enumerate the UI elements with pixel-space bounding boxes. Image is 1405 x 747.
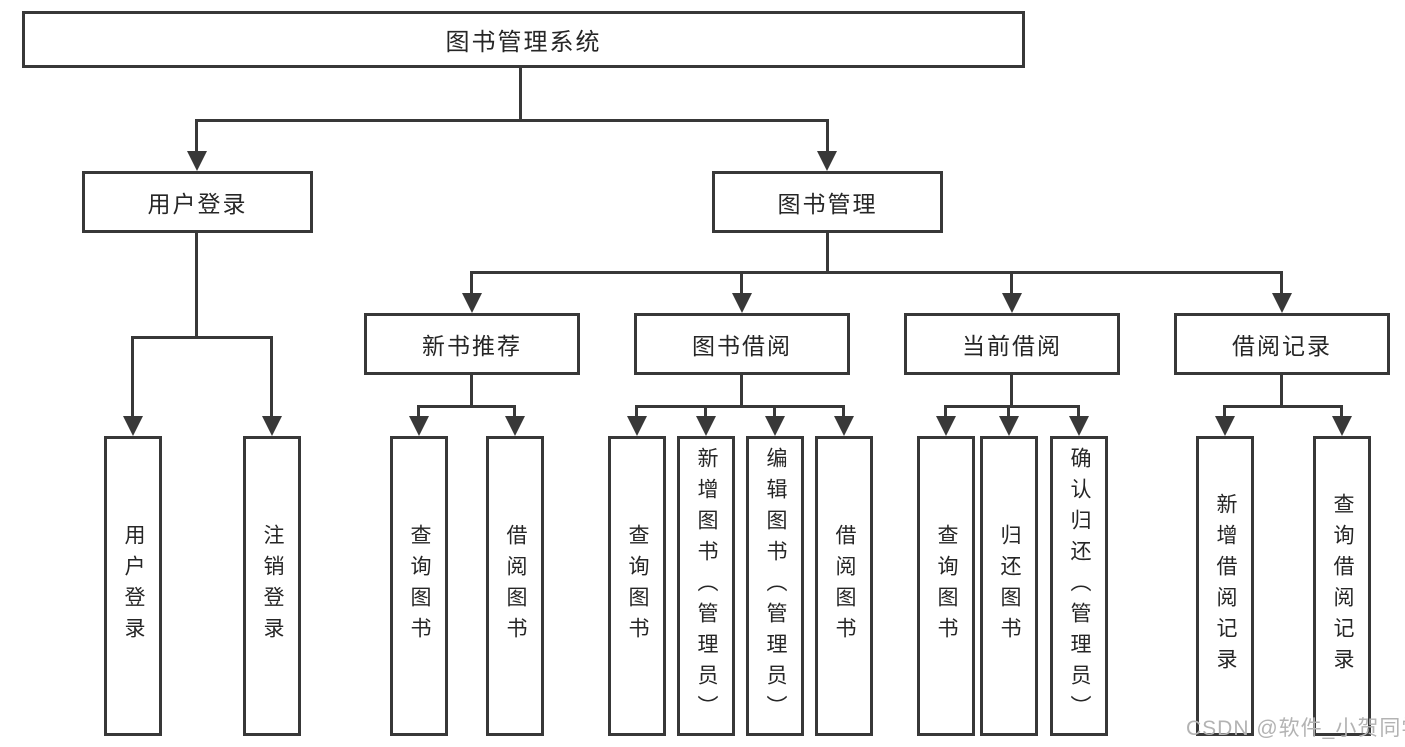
connector-line (417, 405, 516, 408)
leaf-borrow-books: 借阅图书 (815, 436, 873, 736)
connector-line (740, 271, 743, 297)
connector-line (1340, 405, 1343, 418)
leaf-query-borrow-record: 查询借阅记录 (1313, 436, 1371, 736)
arrow-head-icon (834, 416, 854, 436)
leaf-user-login: 用户登录 (104, 436, 162, 736)
connector-line (826, 233, 829, 274)
node-new-book-recommend: 新书推荐 (364, 313, 580, 375)
arrow-head-icon (462, 293, 482, 313)
root-node-library-system: 图书管理系统 (22, 11, 1025, 68)
connector-line (740, 375, 743, 408)
connector-line (1010, 271, 1013, 297)
arrow-head-icon (505, 416, 525, 436)
arrow-head-icon (1272, 293, 1292, 313)
leaf-add-book-admin: 新增图书（管理员） (677, 436, 735, 736)
arrow-head-icon (936, 416, 956, 436)
connector-line (131, 336, 273, 339)
arrow-head-icon (732, 293, 752, 313)
connector-line (195, 119, 198, 155)
node-book-borrow: 图书借阅 (634, 313, 850, 375)
leaf-logout: 注销登录 (243, 436, 301, 736)
leaf-confirm-return-admin: 确认归还（管理员） (1050, 436, 1108, 736)
leaf-query-books-borrow: 查询图书 (608, 436, 666, 736)
connector-line (773, 405, 776, 418)
connector-line (1280, 271, 1283, 297)
arrow-head-icon (765, 416, 785, 436)
arrow-head-icon (409, 416, 429, 436)
arrow-head-icon (817, 151, 837, 171)
arrow-head-icon (1069, 416, 1089, 436)
connector-line (1077, 405, 1080, 418)
connector-line (470, 375, 473, 408)
connector-line (1223, 405, 1226, 418)
arrow-head-icon (262, 416, 282, 436)
connector-line (944, 405, 1080, 408)
leaf-add-borrow-record: 新增借阅记录 (1196, 436, 1254, 736)
connector-line (1007, 405, 1010, 418)
node-book-management: 图书管理 (712, 171, 943, 233)
arrow-head-icon (1215, 416, 1235, 436)
node-borrow-records: 借阅记录 (1174, 313, 1390, 375)
arrow-head-icon (999, 416, 1019, 436)
connector-line (1010, 375, 1013, 408)
leaf-edit-book-admin: 编辑图书（管理员） (746, 436, 804, 736)
connector-line (1223, 405, 1343, 408)
arrow-head-icon (1332, 416, 1352, 436)
connector-line (195, 119, 829, 122)
connector-line (417, 405, 420, 418)
connector-line (470, 271, 1283, 274)
connector-line (513, 405, 516, 418)
arrow-head-icon (1002, 293, 1022, 313)
leaf-return-book: 归还图书 (980, 436, 1038, 736)
connector-line (635, 405, 638, 418)
node-user-login: 用户登录 (82, 171, 313, 233)
leaf-query-books-current: 查询图书 (917, 436, 975, 736)
connector-line (944, 405, 947, 418)
leaf-borrow-books-recommend: 借阅图书 (486, 436, 544, 736)
arrow-head-icon (627, 416, 647, 436)
csdn-watermark: CSDN @软件_小贺同学 (1186, 717, 1405, 740)
leaf-query-books-recommend: 查询图书 (390, 436, 448, 736)
arrow-head-icon (696, 416, 716, 436)
node-current-borrow: 当前借阅 (904, 313, 1120, 375)
connector-line (635, 405, 845, 408)
arrow-head-icon (123, 416, 143, 436)
connector-line (826, 119, 829, 155)
connector-line (195, 233, 198, 339)
connector-line (1280, 375, 1283, 408)
connector-line (470, 271, 473, 297)
connector-line (842, 405, 845, 418)
arrow-head-icon (187, 151, 207, 171)
connector-line (519, 66, 522, 121)
connector-line (704, 405, 707, 418)
connector-line (270, 336, 273, 418)
connector-line (131, 336, 134, 418)
